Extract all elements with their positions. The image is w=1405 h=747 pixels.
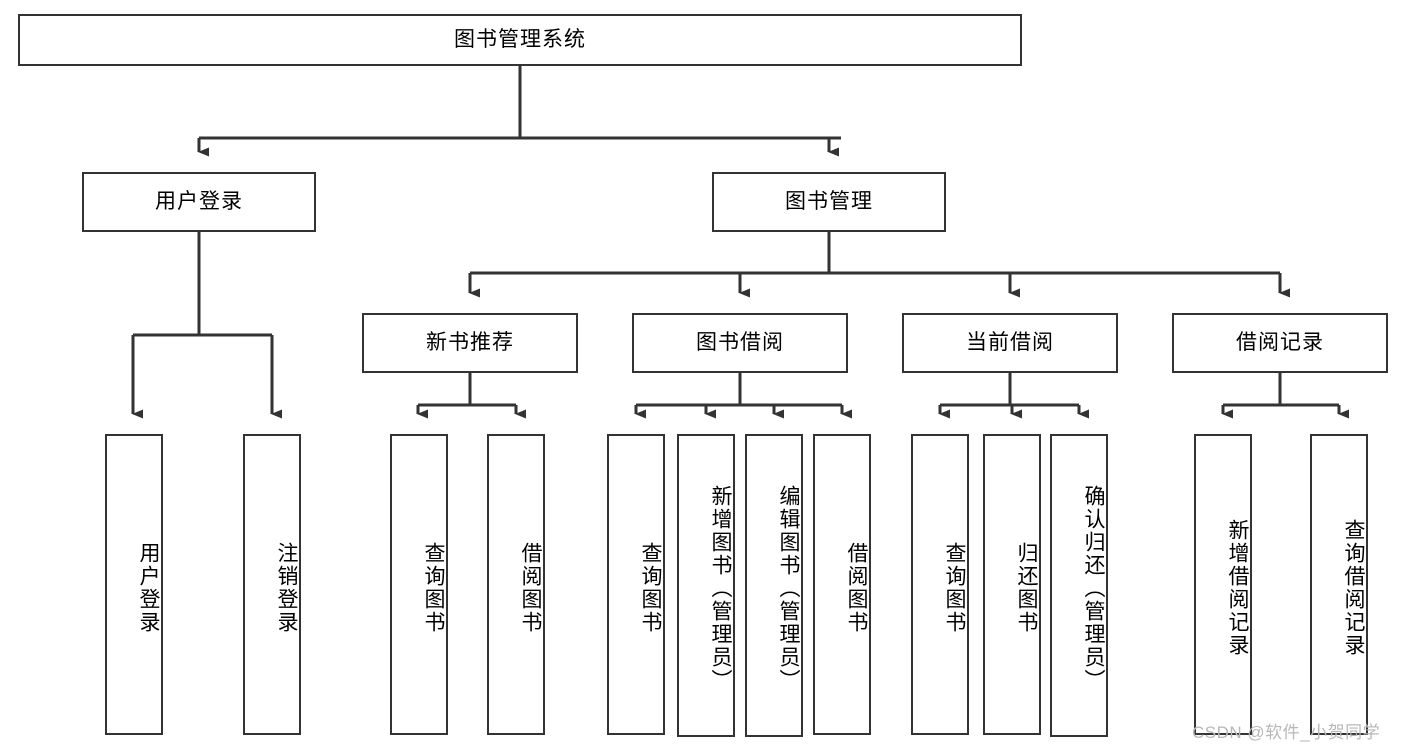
node-leaf-query-book-2[interactable]: 查询图书 xyxy=(607,434,665,735)
node-leaf-confirm-return[interactable]: 确认归还（管理员） xyxy=(1050,434,1108,737)
node-leaf-logout[interactable]: 注销登录 xyxy=(243,434,301,735)
node-leaf-add-record[interactable]: 新增借阅记录 xyxy=(1194,434,1252,735)
node-current-borrow[interactable]: 当前借阅 xyxy=(902,313,1118,373)
node-borrow-record[interactable]: 借阅记录 xyxy=(1172,313,1388,373)
node-leaf-query-record[interactable]: 查询借阅记录 xyxy=(1310,434,1368,735)
csdn-watermark: CSDN @软件_小贺同学 xyxy=(1192,723,1381,742)
node-root-system[interactable]: 图书管理系统 xyxy=(18,14,1022,66)
node-user-login[interactable]: 用户登录 xyxy=(82,172,316,232)
node-leaf-return-book[interactable]: 归还图书 xyxy=(983,434,1041,735)
node-leaf-query-book-1[interactable]: 查询图书 xyxy=(390,434,448,735)
node-leaf-borrow-book-2[interactable]: 借阅图书 xyxy=(813,434,871,735)
node-book-borrow[interactable]: 图书借阅 xyxy=(632,313,848,373)
node-book-manage[interactable]: 图书管理 xyxy=(712,172,946,232)
node-new-book-recommend[interactable]: 新书推荐 xyxy=(362,313,578,373)
node-leaf-add-book[interactable]: 新增图书（管理员） xyxy=(677,434,735,737)
node-leaf-query-book-3[interactable]: 查询图书 xyxy=(911,434,969,735)
node-leaf-borrow-book-1[interactable]: 借阅图书 xyxy=(487,434,545,735)
node-leaf-edit-book[interactable]: 编辑图书（管理员） xyxy=(745,434,803,737)
node-leaf-user-login[interactable]: 用户登录 xyxy=(105,434,163,735)
